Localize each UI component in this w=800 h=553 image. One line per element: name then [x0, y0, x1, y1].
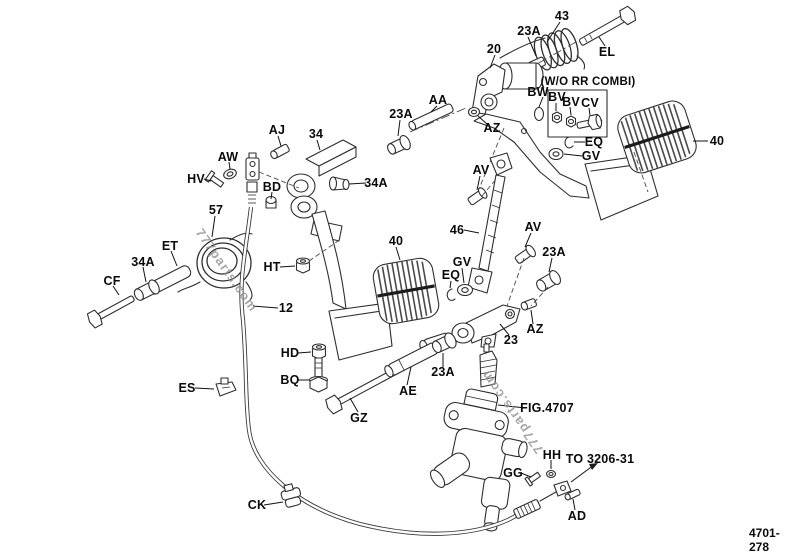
callout-CF: CF [103, 274, 121, 288]
cable-12 [241, 207, 538, 534]
rod-AE [383, 341, 440, 378]
note-wo-rr-combi: (W/O RR COMBI) [540, 76, 636, 88]
callout-AV-2: AV [524, 220, 542, 234]
callout-AA: AA [428, 93, 448, 107]
washer-GV-mid [458, 285, 473, 296]
bolt-CF [86, 291, 138, 329]
callout-BV-1: BV [548, 90, 566, 104]
pin-AD [564, 489, 581, 501]
bushing-34A-left [132, 278, 162, 303]
pedal-pad-40-right [614, 98, 699, 177]
callout-CK: CK [247, 498, 267, 512]
callout-34: 34 [308, 127, 324, 141]
callout-20: 20 [486, 42, 502, 56]
callout-23A-4: 23A [431, 365, 455, 379]
bushing-34A-right [330, 177, 350, 190]
clip-EQ-top [565, 137, 573, 148]
callout-GG: GG [503, 466, 523, 480]
nut-BV-2 [567, 116, 576, 127]
callout-AZ-1: AZ [483, 121, 501, 135]
bushing-23A-mid [534, 269, 563, 294]
callout-40-left: 40 [388, 234, 404, 248]
pushrod-yoke-serrated [480, 344, 497, 387]
washer-HH [547, 471, 556, 478]
bolt-CV [576, 114, 603, 133]
callout-23A-1: 23A [517, 24, 541, 38]
washer-AW [222, 168, 237, 181]
callout-ES: ES [178, 381, 196, 395]
cross-ref-3206-31: TO 3206-31 [565, 452, 635, 466]
callout-BQ: BQ [280, 373, 300, 387]
callout-EQ-1: EQ [584, 135, 604, 149]
callout-HD: HD [280, 346, 300, 360]
callout-HH: HH [542, 448, 562, 462]
washer-GV-top [549, 149, 563, 160]
callout-AE: AE [399, 384, 417, 398]
callout-HV: HV [187, 172, 205, 186]
spring-57 [178, 233, 252, 300]
callout-GZ: GZ [350, 411, 368, 425]
clip-EQ-mid [447, 289, 455, 300]
clip-ES [216, 378, 236, 396]
callout-12: 12 [278, 301, 294, 315]
callout-GV-1: GV [581, 149, 601, 163]
rod-46 [468, 153, 512, 293]
callout-23: 23 [503, 333, 519, 347]
pin-AV-bottom [513, 244, 537, 266]
pedal-bracket-20 [472, 63, 589, 198]
callout-BW: BW [527, 85, 549, 99]
fig-ref-4707: FIG.4707 [520, 401, 574, 415]
bushing-BD [266, 197, 276, 209]
return-spring-43 [500, 27, 585, 72]
callout-40-right: 40 [709, 134, 725, 148]
bolt-BQ [310, 358, 328, 392]
cable-clevis [246, 153, 259, 203]
bushing-23A-top [385, 134, 412, 157]
leader-lines [113, 22, 708, 510]
master-cylinder [427, 388, 528, 533]
callout-23A-2: 23A [389, 107, 413, 121]
o-ring-BW [535, 108, 544, 121]
pin-AA [408, 103, 454, 131]
callout-AJ: AJ [268, 123, 286, 137]
callout-HT: HT [263, 260, 281, 274]
callout-CV: CV [581, 96, 599, 110]
cross-ref-arrow [571, 463, 598, 482]
callout-57: 57 [208, 203, 224, 217]
pin-AV-top [466, 186, 488, 207]
pedal-plate-left [329, 303, 392, 360]
callout-46: 46 [449, 223, 465, 237]
callout-23A-3: 23A [542, 245, 566, 259]
callout-AV-1: AV [472, 163, 490, 177]
nut-HT [297, 258, 310, 273]
callout-AW: AW [217, 150, 239, 164]
callout-34A-right: 34A [364, 176, 388, 190]
callout-BV-2: BV [562, 95, 580, 109]
nut-HD [313, 344, 326, 359]
figure-number: 4701-278 [749, 526, 780, 553]
callout-ET: ET [161, 239, 179, 253]
bushing-23A-bottom [430, 331, 459, 356]
nut-BV-1 [553, 112, 562, 123]
callout-EL: EL [598, 45, 616, 59]
callout-BD: BD [262, 180, 282, 194]
callout-EQ-2: EQ [441, 268, 461, 282]
callout-AD: AD [567, 509, 587, 523]
pedal-pad-40-left [371, 256, 441, 326]
cable-end-fitting [513, 481, 571, 519]
callout-AZ-2: AZ [526, 322, 544, 336]
callout-43: 43 [554, 9, 570, 23]
screw-HV [205, 171, 225, 190]
bushing-AZ-low [520, 298, 537, 311]
bolt-EL [576, 5, 638, 50]
callout-34A-left: 34A [131, 255, 155, 269]
callout-GV-2: GV [452, 255, 472, 269]
bolt-GG [525, 471, 542, 486]
pin-AJ [269, 144, 290, 160]
clamp-CK [279, 482, 303, 508]
note-box [548, 90, 607, 137]
bushing-AZ-top [469, 108, 480, 117]
